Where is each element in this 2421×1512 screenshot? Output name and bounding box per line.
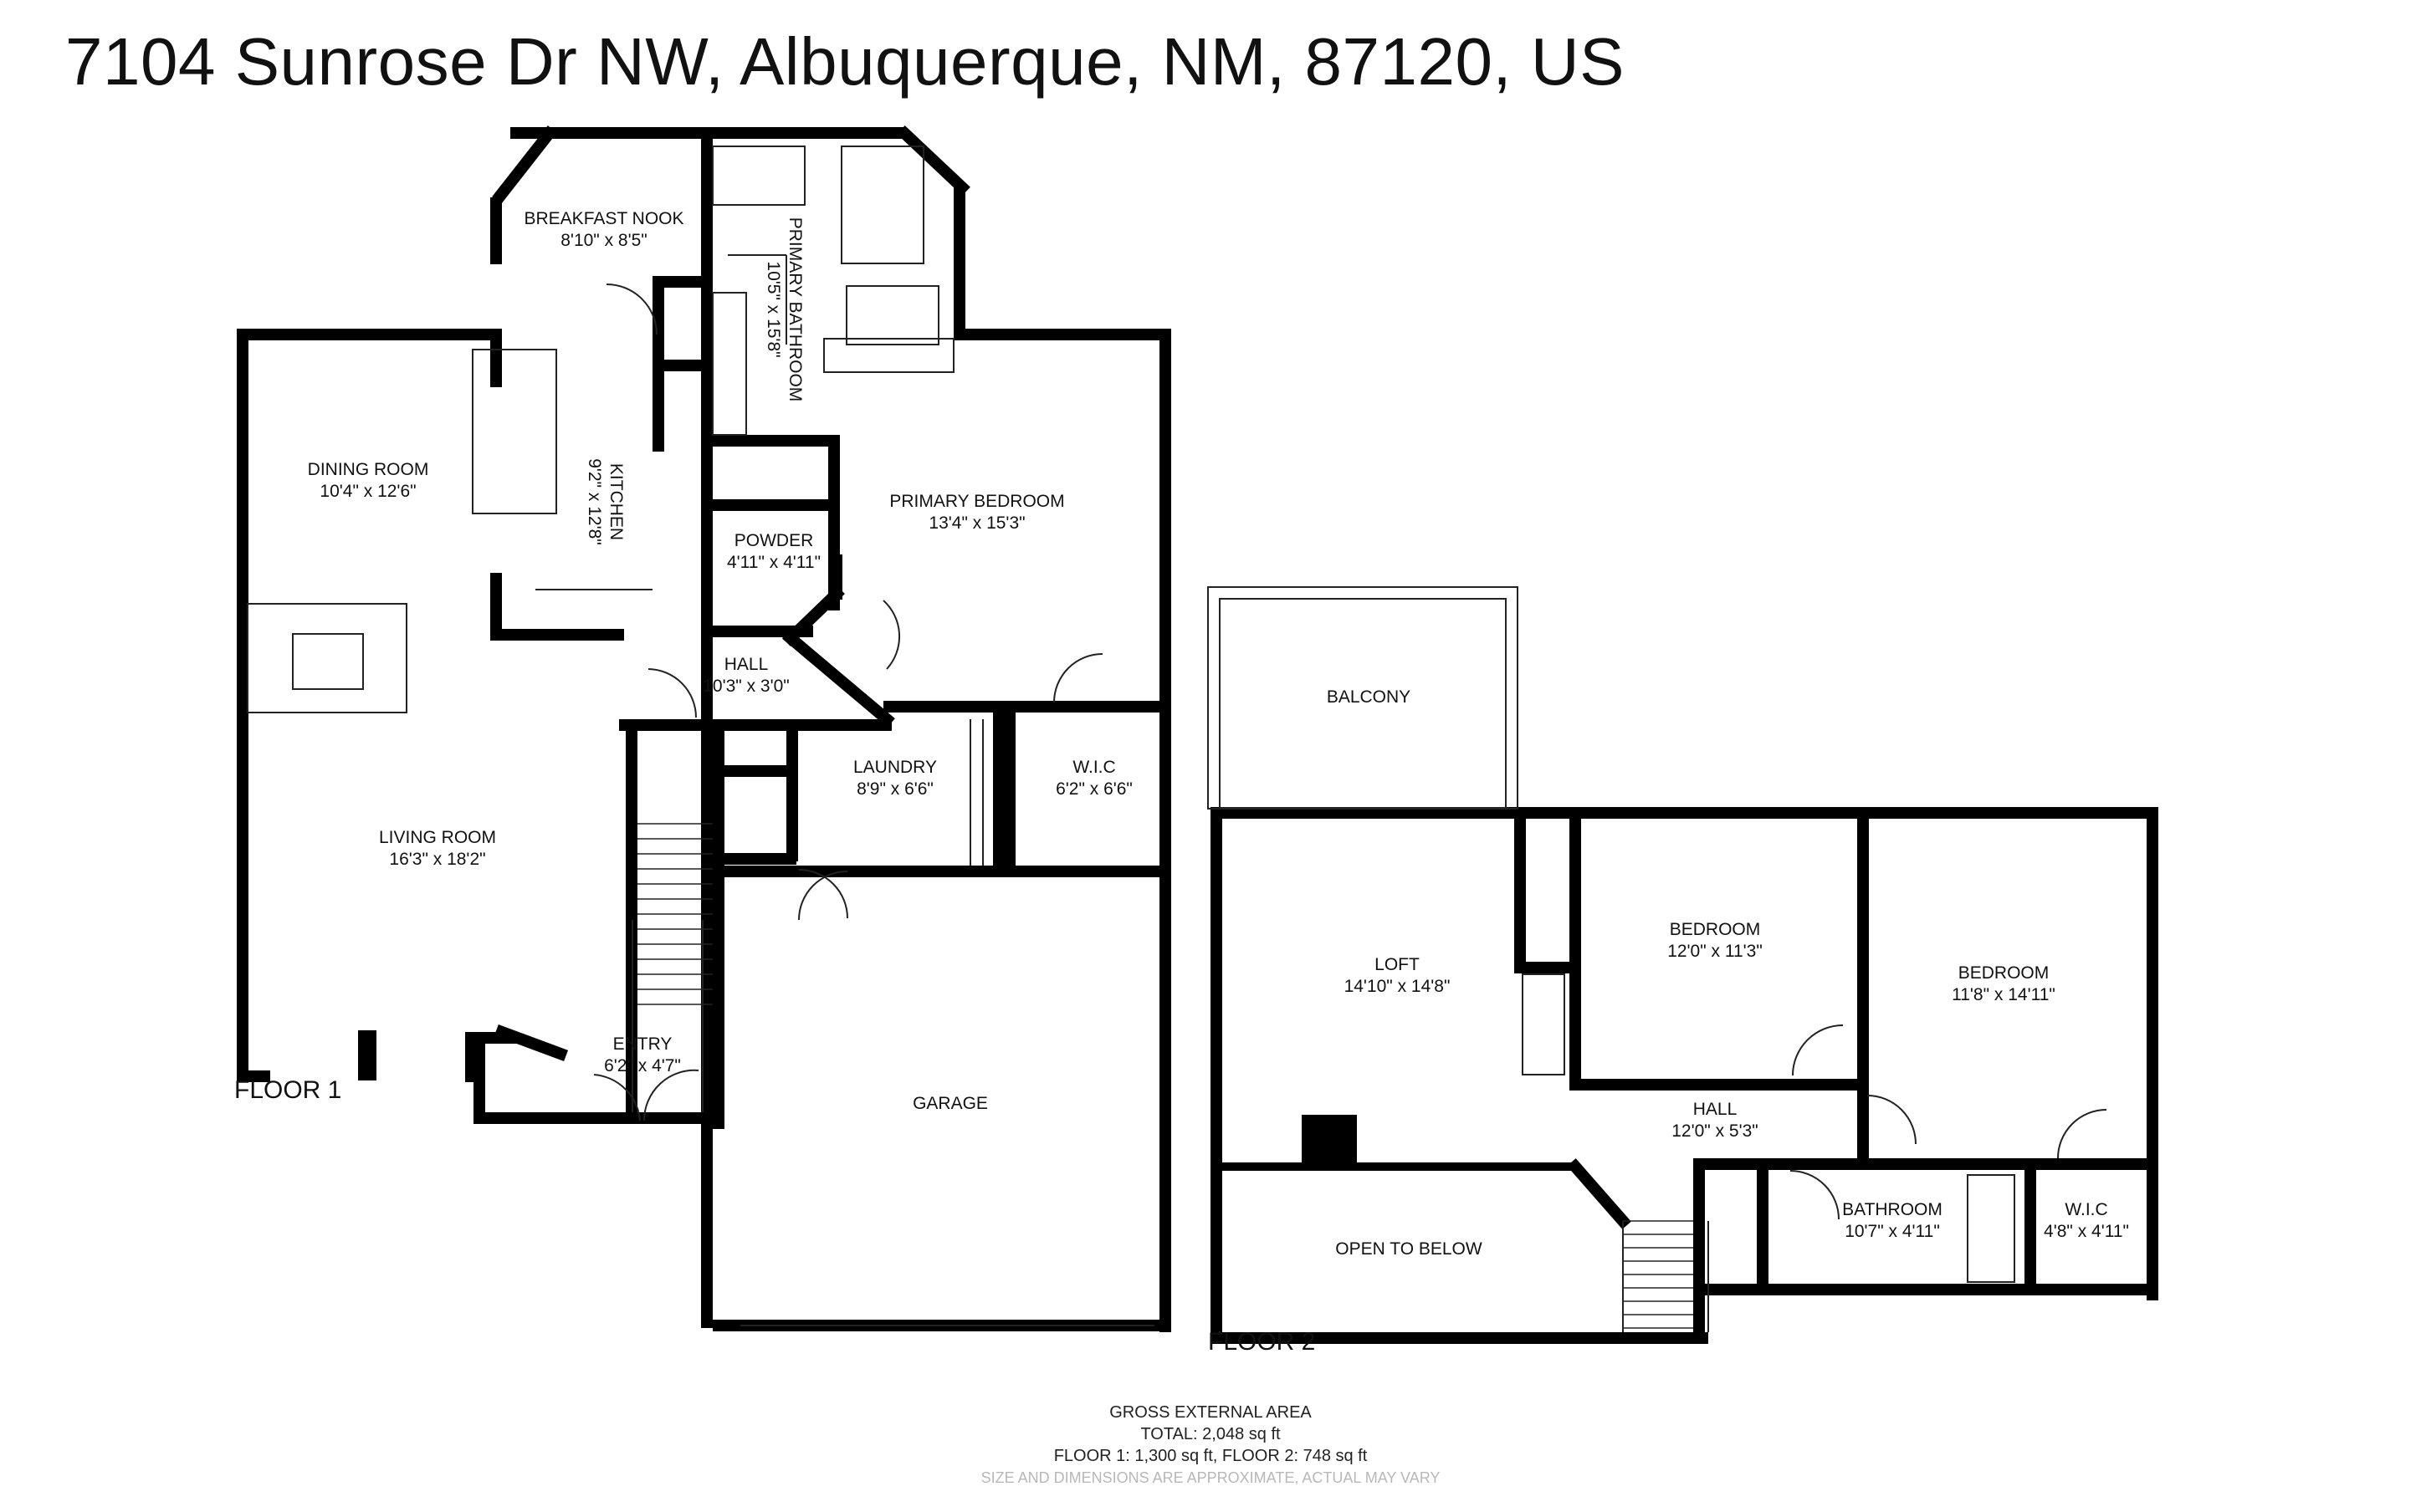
room-name: LAUNDRY — [853, 758, 937, 777]
room-name: BALCONY — [1327, 687, 1410, 707]
floor-label: FLOOR 1 — [234, 1076, 341, 1104]
room-label: GARAGE — [913, 1094, 988, 1113]
room-label: ENTRY 6'2" x 4'7" — [604, 1034, 681, 1075]
room-name: DINING ROOM — [308, 460, 429, 479]
room-dimensions: 14'10" x 14'8" — [1344, 977, 1451, 996]
room-name: HALL — [724, 655, 769, 674]
floor-label: FLOOR 2 — [1208, 1328, 1315, 1356]
room-dimensions: 8'9" x 6'6" — [857, 779, 934, 799]
room-dimensions: 12'0" x 5'3" — [1671, 1121, 1758, 1141]
room-name: PRIMARY BATHROOM — [786, 217, 805, 402]
room-name: LIVING ROOM — [379, 828, 496, 847]
room-label: BREAKFAST NOOK 8'10" x 8'5" — [525, 209, 684, 250]
room-dimensions: 10'5" x 15'8" — [764, 261, 783, 357]
room-label: LOFT 14'10" x 14'8" — [1344, 955, 1451, 996]
room-label: HALL 12'0" x 5'3" — [1671, 1100, 1758, 1141]
room-name: W.I.C — [1072, 758, 1115, 777]
room-label: BEDROOM 12'0" x 11'3" — [1667, 920, 1763, 961]
room-dimensions: 6'2" x 6'6" — [1056, 779, 1133, 799]
gross-area-footer: GROSS EXTERNAL AREA TOTAL: 2,048 sq ft F… — [0, 1402, 2421, 1489]
gross-area-heading: GROSS EXTERNAL AREA — [1109, 1403, 1312, 1422]
room-label: W.I.C 4'8" x 4'11" — [2044, 1200, 2129, 1241]
room-label: BEDROOM 11'8" x 14'11" — [1952, 963, 2055, 1004]
room-name: POWDER — [734, 531, 814, 550]
room-label: W.I.C 6'2" x 6'6" — [1056, 758, 1133, 799]
room-label: POWDER 4'11" x 4'11" — [727, 531, 821, 572]
room-name: ENTRY — [613, 1034, 673, 1054]
room-dimensions: 10'4" x 12'6" — [320, 482, 416, 501]
room-dimensions: 13'4" x 15'3" — [929, 513, 1025, 533]
room-name: HALL — [1693, 1100, 1738, 1119]
gross-area-disclaimer: SIZE AND DIMENSIONS ARE APPROXIMATE, ACT… — [980, 1469, 1441, 1486]
room-name: GARAGE — [913, 1094, 988, 1113]
room-label: HALL 10'3" x 3'0" — [703, 655, 790, 696]
room-name: LOFT — [1374, 955, 1420, 974]
room-label: DINING ROOM 10'4" x 12'6" — [308, 460, 429, 501]
room-dimensions: 11'8" x 14'11" — [1952, 985, 2055, 1004]
room-dimensions: 9'2" x 12'8" — [585, 458, 604, 545]
room-label: BATHROOM 10'7" x 4'11" — [1842, 1200, 1942, 1241]
room-name: W.I.C — [2065, 1200, 2107, 1219]
room-dimensions: 10'7" x 4'11" — [1845, 1222, 1940, 1241]
room-label: PRIMARY BEDROOM 13'4" x 15'3" — [889, 492, 1064, 533]
room-name: KITCHEN — [607, 463, 626, 540]
room-name: BREAKFAST NOOK — [525, 209, 684, 228]
room-dimensions: 6'2" x 4'7" — [604, 1056, 681, 1075]
room-name: BATHROOM — [1842, 1200, 1942, 1219]
room-dimensions: 10'3" x 3'0" — [703, 677, 790, 696]
room-name: PRIMARY BEDROOM — [889, 492, 1064, 511]
room-dimensions: 8'10" x 8'5" — [560, 231, 647, 250]
room-name: BEDROOM — [1958, 963, 2050, 983]
room-dimensions: 4'8" x 4'11" — [2044, 1222, 2129, 1241]
gross-area-breakdown: FLOOR 1: 1,300 sq ft, FLOOR 2: 748 sq ft — [1053, 1447, 1368, 1465]
room-label: LIVING ROOM 16'3" x 18'2" — [379, 828, 496, 869]
page-title: 7104 Sunrose Dr NW, Albuquerque, NM, 871… — [65, 24, 1625, 99]
room-label: OPEN TO BELOW — [1335, 1239, 1482, 1259]
room-name: BEDROOM — [1670, 920, 1761, 939]
gross-area-total: TOTAL: 2,048 sq ft — [1140, 1425, 1281, 1443]
room-dimensions: 16'3" x 18'2" — [389, 850, 485, 869]
room-label: BALCONY — [1327, 687, 1410, 707]
room-dimensions: 12'0" x 11'3" — [1667, 942, 1763, 961]
room-name: OPEN TO BELOW — [1335, 1239, 1482, 1259]
room-label: LAUNDRY 8'9" x 6'6" — [853, 758, 937, 799]
room-dimensions: 4'11" x 4'11" — [727, 553, 821, 572]
